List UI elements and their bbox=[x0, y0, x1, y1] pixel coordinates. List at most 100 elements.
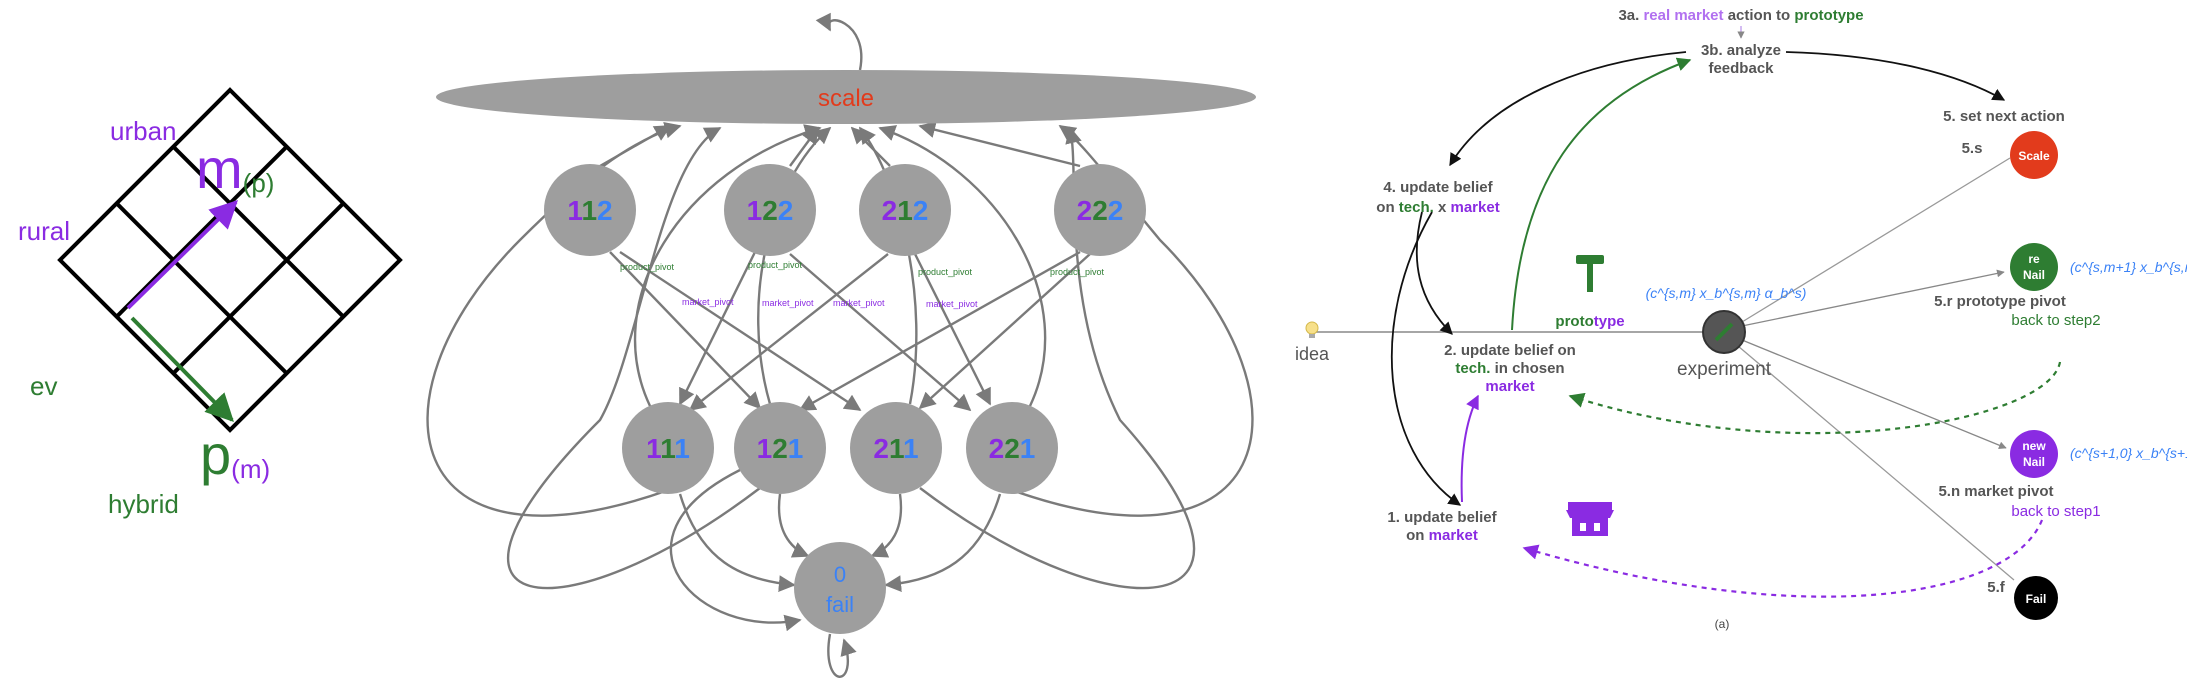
step5f-label: 5.f bbox=[1987, 579, 2006, 596]
edge-b1-fail bbox=[678, 493, 796, 592]
exp-to-renail-line bbox=[1741, 269, 2005, 327]
market-pivot-label-4: market_pivot bbox=[926, 299, 978, 309]
market-pivot-label-3: market_pivot bbox=[833, 298, 885, 308]
step1-line1: 1. update belief bbox=[1387, 509, 1497, 526]
renail-formula: (c^{s,m+1} x_b^{s,m+1} α_b^s) bbox=[2070, 259, 2187, 275]
pencil-icon bbox=[1714, 322, 1734, 342]
step5-title: 5. set next action bbox=[1943, 108, 2065, 125]
renail-line2: Nail bbox=[2023, 268, 2045, 282]
step3a-text: 3a. real market action to prototype bbox=[1618, 7, 1863, 24]
left-panel: urban rural ev hybrid m(p) p(m) bbox=[18, 87, 403, 519]
step5n-line1: 5.n market pivot bbox=[1938, 483, 2053, 500]
state-node-top-3-label: 212 bbox=[882, 195, 929, 226]
idea-label: idea bbox=[1295, 344, 1330, 364]
edge-t1-b3 bbox=[619, 250, 862, 412]
step2-line2: tech. in chosen bbox=[1455, 360, 1564, 377]
grid-line-a1 bbox=[171, 145, 345, 319]
market-pivot-label-1: market_pivot bbox=[682, 297, 734, 307]
edge-b4-scale bbox=[878, 125, 1047, 407]
state-node-top-2-label: 122 bbox=[747, 195, 794, 226]
product-pivot-label-1: product_pivot bbox=[620, 262, 675, 272]
state-node-bottom-2-label: 121 bbox=[757, 433, 804, 464]
step5r-line2: back to step2 bbox=[2011, 312, 2100, 329]
fail-state-node bbox=[794, 542, 886, 634]
edge-t3-b4 bbox=[913, 253, 992, 406]
step2-line3: market bbox=[1485, 378, 1534, 395]
diamond-inner-lines bbox=[115, 145, 345, 375]
grid-line-b0 bbox=[115, 145, 289, 319]
market-pivot-label-2: market_pivot bbox=[762, 298, 814, 308]
edge-t4-b2 bbox=[798, 250, 1081, 412]
fail-state-label: fail bbox=[826, 592, 854, 617]
experiment-formula: (c^{s,m} x_b^{s,m} α_b^s) bbox=[1646, 285, 1807, 301]
state-node-top-1 bbox=[544, 164, 636, 256]
step3b-to-step5-arrow bbox=[1785, 51, 2006, 101]
edge-t1-b2 bbox=[609, 251, 762, 410]
step1-line2: on market bbox=[1406, 527, 1478, 544]
p-symbol: p(m) bbox=[200, 423, 270, 486]
grid-line-a0 bbox=[115, 201, 289, 375]
edge-b-fail-loop bbox=[669, 468, 802, 632]
edge-b3-fail bbox=[870, 493, 903, 558]
exp-to-newnail-line bbox=[1741, 339, 2007, 449]
m-arrow bbox=[126, 200, 238, 310]
step5n-line2: back to step1 bbox=[2011, 503, 2100, 520]
label-hybrid: hybrid bbox=[108, 489, 179, 519]
edge-t2-b4 bbox=[789, 253, 972, 412]
step5s-label: 5.s bbox=[1962, 140, 1983, 157]
step3b-line2: feedback bbox=[1708, 60, 1774, 77]
state-node-top-2 bbox=[724, 164, 816, 256]
edge-b2-fail bbox=[777, 493, 810, 558]
scale-action-node bbox=[2010, 131, 2058, 179]
state-node-top-3 bbox=[859, 164, 951, 256]
fail-state-num: 0 bbox=[834, 562, 846, 587]
step5r-line1: 5.r prototype pivot bbox=[1934, 293, 2066, 310]
right-panel: 3a. real market action to prototype 3b. … bbox=[1295, 7, 2187, 631]
product-pivot-label-4: product_pivot bbox=[1050, 267, 1105, 277]
edge-loop-left-2 bbox=[506, 126, 761, 590]
exp-to-scale-line bbox=[1741, 157, 2011, 323]
prototype-label: prototype bbox=[1555, 313, 1624, 330]
step3b-line1: 3b. analyze bbox=[1701, 42, 1781, 59]
renail-line1: re bbox=[2028, 252, 2040, 266]
step1-to-step2-arrow bbox=[1460, 394, 1479, 503]
product-pivot-label-2: product_pivot bbox=[748, 260, 803, 270]
p-arrow bbox=[130, 316, 234, 422]
scale-state-ellipse bbox=[436, 70, 1256, 124]
figure-caption: (a) bbox=[1715, 617, 1730, 631]
hammer-icon bbox=[1576, 255, 1604, 292]
lightbulb-icon bbox=[1305, 321, 1319, 338]
state-node-bottom-3-label: 211 bbox=[873, 433, 918, 464]
step2-to-step3b-arrow bbox=[1511, 57, 1692, 331]
edge-t2-b1 bbox=[678, 251, 757, 406]
state-node-bottom-2 bbox=[734, 402, 826, 494]
edge-loop-left bbox=[426, 121, 701, 517]
state-node-top-4 bbox=[1054, 164, 1146, 256]
fail-action-label: Fail bbox=[2026, 592, 2047, 606]
edge-b4-fail bbox=[884, 493, 1002, 592]
state-node-bottom-1-label: 111 bbox=[646, 433, 690, 464]
step4-line2: on tech. x market bbox=[1376, 199, 1499, 216]
scale-action-label: Scale bbox=[2018, 149, 2050, 163]
edge-fail-self bbox=[827, 633, 857, 678]
state-node-top-1-label: 112 bbox=[567, 195, 612, 226]
label-rural: rural bbox=[18, 216, 70, 246]
label-urban: urban bbox=[110, 116, 177, 146]
experiment-label: experiment bbox=[1677, 359, 1772, 380]
state-node-bottom-4 bbox=[966, 402, 1058, 494]
edge-t3-b1 bbox=[688, 253, 889, 412]
edge-t4-b3 bbox=[918, 253, 1091, 410]
fail-action-node bbox=[2014, 576, 2058, 620]
step3b-to-step4-arrow bbox=[1449, 51, 1687, 167]
product-pivot-label-3: product_pivot bbox=[918, 267, 973, 277]
scale-state-label: scale bbox=[818, 85, 874, 112]
renail-action-node bbox=[2010, 243, 2058, 291]
label-ev: ev bbox=[30, 371, 57, 401]
state-node-top-4-label: 222 bbox=[1077, 195, 1124, 226]
state-graph-edges bbox=[426, 12, 1254, 678]
newnail-line2: Nail bbox=[2023, 455, 2045, 469]
storefront-icon bbox=[1566, 502, 1614, 536]
